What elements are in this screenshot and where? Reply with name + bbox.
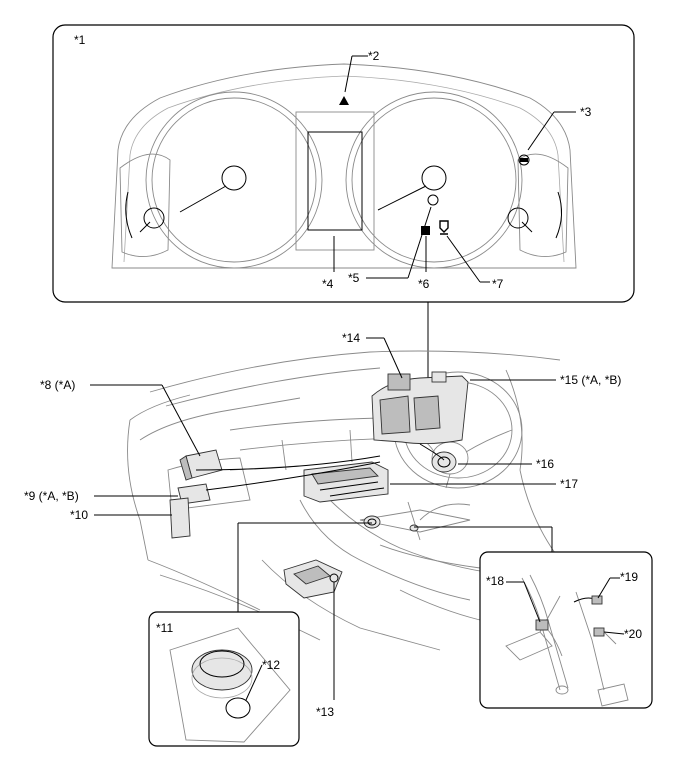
- callout-18: *18: [486, 574, 504, 588]
- part-8: [179, 449, 223, 481]
- callout-2: *2: [368, 49, 380, 63]
- callout-13: *13: [316, 705, 334, 719]
- callout-3: *3: [580, 105, 592, 119]
- callout-6: *6: [418, 277, 430, 291]
- callout-19: *19: [620, 570, 638, 584]
- callout-16: *16: [536, 457, 554, 471]
- callout-14: *14: [342, 331, 360, 345]
- callout-17: *17: [560, 477, 578, 491]
- callout-11: *11: [156, 621, 173, 635]
- callout-9: *9 (*A, *B): [24, 489, 79, 503]
- callout-1: *1: [74, 33, 86, 47]
- callout-7: *7: [492, 277, 504, 291]
- part-16: [431, 451, 457, 473]
- callout-4: *4: [322, 277, 334, 291]
- part-10: [169, 497, 191, 539]
- part-14: [371, 371, 469, 445]
- callout-20: *20: [624, 627, 642, 641]
- indicator-7-icon: [439, 220, 449, 235]
- callout-15: *15 (*A, *B): [560, 373, 621, 387]
- callout-12: *12: [262, 658, 280, 672]
- detail-11-panel: *11 *12: [148, 611, 300, 747]
- vehicle-interior: [127, 350, 561, 651]
- leaders: [90, 337, 556, 700]
- callout-8: *8 (*A): [40, 378, 75, 392]
- warning-triangle-icon: [339, 96, 349, 105]
- part-13: [283, 559, 343, 599]
- indicator-5-icon: [427, 194, 439, 206]
- meter-detail-panel: *1 *2 *3 *4 *5 *6 *7: [52, 24, 635, 303]
- callout-5: *5: [348, 271, 360, 285]
- callout-10: *10: [70, 508, 88, 522]
- indicator-6-icon: [421, 226, 430, 235]
- indicator-3-icon: [518, 154, 530, 166]
- detail-pedal-panel: *18 *19 *20: [479, 551, 653, 709]
